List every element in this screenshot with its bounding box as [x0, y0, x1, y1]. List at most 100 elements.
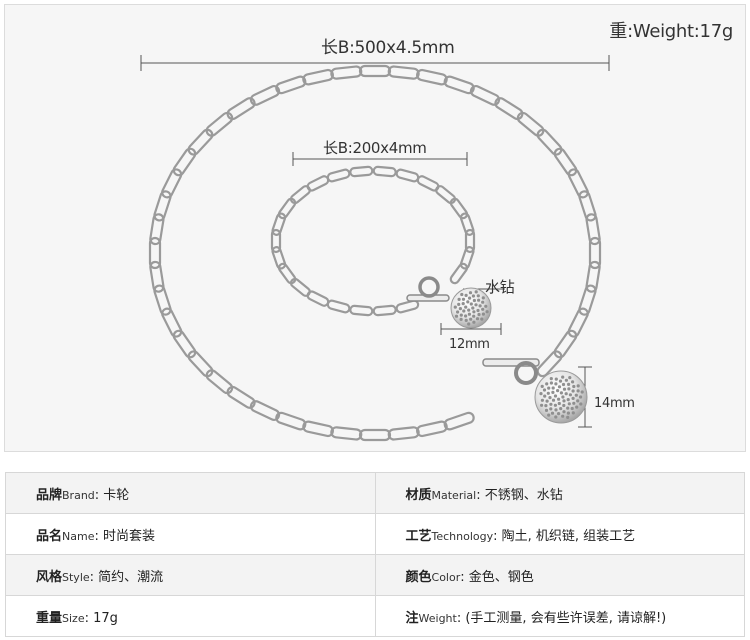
spec-note: 注Weight: (手工测量, 会有些许误差, 请谅解!): [374, 595, 745, 637]
spec-brand: 品牌Brand: 卡轮: [5, 472, 376, 514]
rhinestone: [472, 310, 476, 314]
chain-link: [416, 68, 448, 86]
spec-style: 风格Style: 简约、潮流: [5, 554, 376, 596]
chain-link: [153, 284, 172, 316]
chain-link: [358, 428, 392, 442]
specifications-table: 品牌Brand: 卡轮 材质Material: 不锈钢、水钻 品名Name: 时…: [5, 472, 745, 637]
rhinestone: [476, 294, 480, 298]
rhinestone: [580, 390, 584, 394]
rhinestone: [557, 397, 561, 401]
chain-link: [536, 350, 563, 378]
bracelet-rhinestone-ball: [450, 287, 492, 329]
rhinestone: [464, 305, 468, 309]
chain-link: [435, 185, 457, 205]
table-row: 品牌Brand: 卡轮 材质Material: 不锈钢、水钻: [5, 472, 745, 514]
chain-link: [149, 213, 165, 246]
rhinestone: [561, 414, 565, 418]
chain-link: [330, 426, 363, 441]
chain-link: [275, 411, 307, 431]
bead-large-size-label: 14mm: [594, 396, 635, 411]
weight-label: 重:Weight:17g: [609, 21, 733, 42]
rhinestone: [545, 399, 549, 403]
rhinestone: [544, 404, 548, 408]
spec-key-en: Size: [62, 611, 85, 625]
chain-link: [249, 84, 281, 106]
table-row: 重量Size: 17g 注Weight: (手工测量, 会有些许误差, 请谅解!…: [5, 595, 745, 637]
rhinestone: [484, 304, 488, 308]
rhinestone: [472, 320, 476, 324]
rhinestone: [457, 302, 461, 306]
chain-link: [330, 65, 363, 80]
chain-link: [443, 75, 475, 95]
spec-value: (手工测量, 会有些许误差, 请谅解!): [465, 610, 667, 626]
rhinestone: [549, 381, 554, 385]
rhinestone: [562, 399, 566, 403]
spec-value: 简约、潮流: [98, 569, 164, 585]
rhinestone: [567, 402, 571, 406]
rhinestone: [464, 314, 468, 318]
chain-link: [270, 228, 282, 254]
rhinestone: [566, 411, 571, 415]
spec-technology: 工艺Technology: 陶土, 机织链, 组装工艺: [374, 513, 745, 555]
chain-link: [416, 420, 448, 438]
rhinestone: [549, 377, 553, 381]
rhinestone: [557, 401, 561, 406]
spec-key-en: Weight: [418, 611, 457, 625]
chain-link: [469, 84, 501, 106]
chain-link: [205, 111, 234, 137]
chain-link: [578, 284, 597, 316]
chain-link: [277, 197, 297, 220]
chain-link: [226, 385, 256, 409]
spec-value: 卡轮: [103, 487, 130, 503]
rhinestone: [557, 412, 561, 416]
chain-link: [358, 64, 392, 78]
chain-link: [187, 128, 214, 156]
chain-link: [326, 168, 351, 183]
chain-link: [349, 304, 374, 317]
rhinestone: [468, 296, 472, 300]
spec-key-en: Technology: [431, 529, 494, 543]
rhinestone: [568, 393, 573, 397]
spec-size: 重量Size: 17g: [5, 595, 376, 637]
rhinestone: [562, 410, 566, 414]
chain-link: [567, 168, 589, 199]
rhinestone: [562, 403, 566, 408]
rhinestone: [474, 290, 478, 294]
chain-link: [226, 97, 256, 121]
chain-link: [553, 147, 578, 177]
rhinestone: [542, 388, 547, 392]
table-row: 品名Name: 时尚套装 工艺Technology: 陶土, 机织链, 组装工艺: [5, 513, 745, 555]
rhinestone: [572, 384, 576, 389]
spec-key-en: Style: [62, 570, 90, 584]
rhinestone: [472, 314, 476, 318]
chain-link: [567, 307, 589, 338]
chain-link: [249, 400, 281, 422]
rhinestone: [545, 382, 549, 386]
rhinestone: [549, 407, 553, 411]
rhinestone: [551, 390, 555, 394]
necklace-dimension-label: 长B:500x4.5mm: [321, 38, 455, 58]
rhinestone: [556, 389, 560, 393]
rhinestone: [540, 384, 544, 388]
chain-link: [306, 175, 330, 192]
necklace-rhinestone-ball: [534, 370, 588, 424]
rhinestone: [453, 305, 457, 309]
rhinestone: [477, 298, 481, 302]
rhinestone: [566, 398, 570, 402]
rhinestone: [554, 415, 558, 419]
rhinestone: [546, 391, 550, 395]
spec-key: 工艺: [405, 528, 432, 544]
rhinestone: [572, 401, 576, 405]
chain-link: [172, 147, 197, 177]
bracelet-chain: [270, 165, 476, 317]
rhinestone: [462, 309, 466, 313]
chain-link: [588, 236, 602, 270]
chain-link: [275, 75, 307, 95]
rhinestone: [467, 322, 471, 326]
chain-link: [536, 128, 563, 156]
rhinestone: [539, 392, 543, 396]
rhinestone: [548, 396, 552, 400]
chain-link: [372, 165, 397, 178]
rhinestone: [550, 411, 555, 415]
rhinestone: [561, 375, 565, 379]
